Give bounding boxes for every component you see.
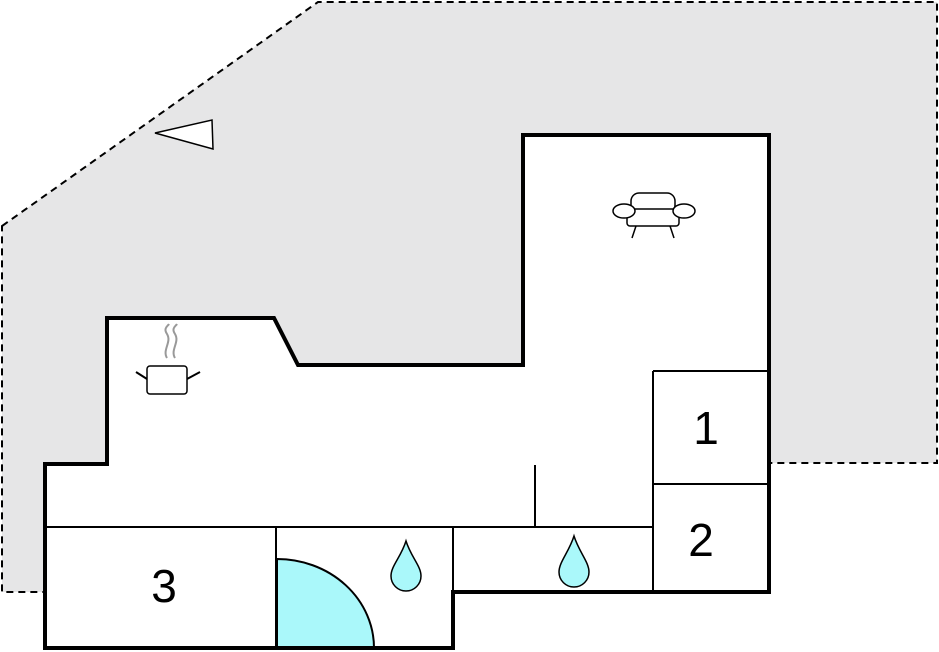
exterior-walls: [43, 133, 771, 650]
north-arrow-icon: [154, 119, 214, 150]
cooking-pot-icon: [135, 323, 201, 395]
interior-walls: [45, 370, 769, 648]
water-drop-icon: [558, 533, 590, 588]
room-label-1: 1: [693, 402, 719, 454]
apartment-interior: [45, 135, 769, 648]
water-drop-icon: [390, 538, 422, 592]
sofa-icon: [612, 192, 696, 239]
room-label-3: 3: [151, 560, 177, 612]
room-label-2: 2: [688, 514, 714, 566]
shower-icon: [276, 557, 376, 649]
